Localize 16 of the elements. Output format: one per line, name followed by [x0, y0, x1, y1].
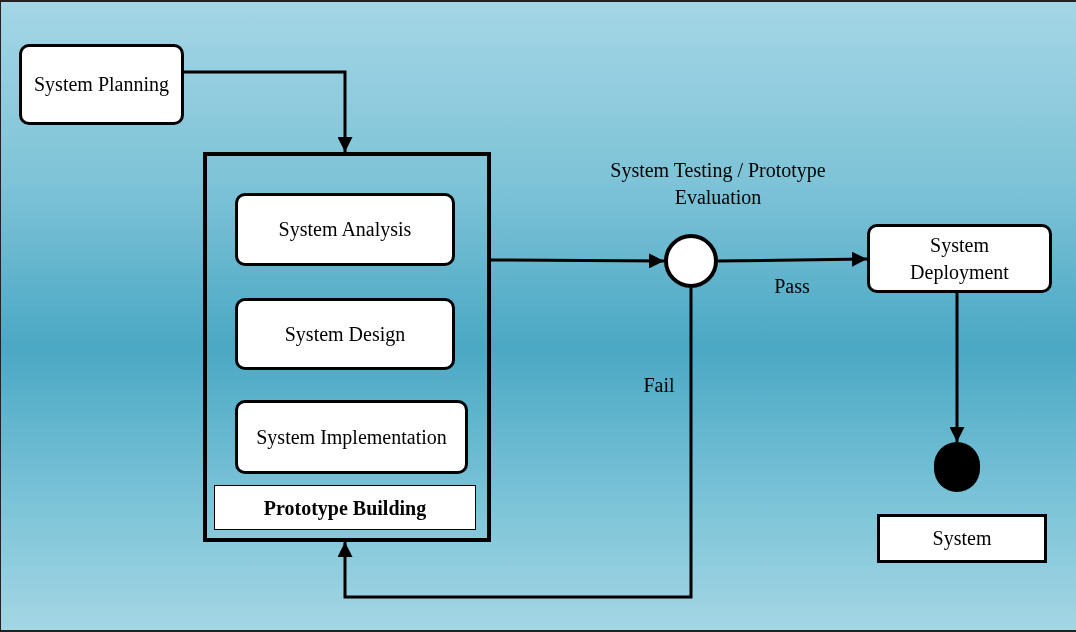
- edge-label: Fail: [643, 373, 675, 398]
- arrow: [491, 253, 664, 269]
- group-frame: [203, 152, 491, 542]
- arrow: [717, 251, 868, 267]
- process-box: System Deployment: [867, 224, 1052, 293]
- edge-label: Pass: [774, 274, 810, 299]
- process-box: System Implementation: [235, 400, 468, 474]
- arrow: [949, 293, 965, 442]
- arrow: [184, 70, 353, 152]
- process-box: System Planning: [19, 44, 184, 125]
- output-box: System: [877, 514, 1047, 563]
- process-box: System Design: [235, 298, 455, 370]
- arrow: [337, 288, 693, 599]
- group-label: Prototype Building: [214, 485, 476, 530]
- node-caption: System Testing / Prototype Evaluation: [609, 158, 827, 210]
- process-box: System Analysis: [235, 193, 455, 266]
